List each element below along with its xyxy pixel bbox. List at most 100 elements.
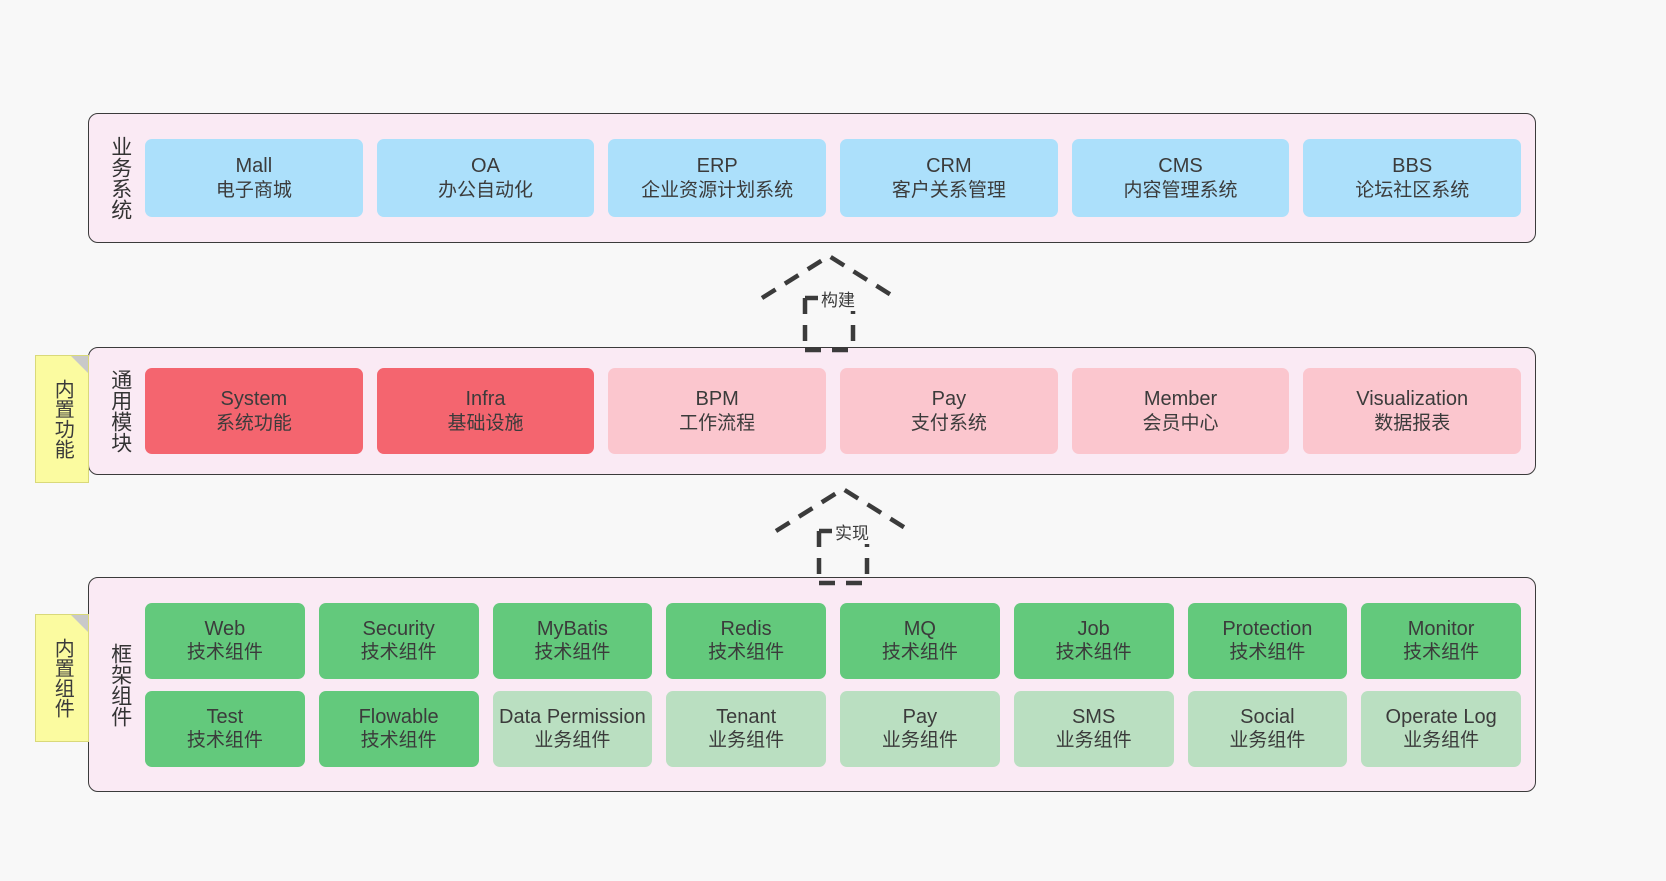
layer-title-business: 业务系统 xyxy=(108,136,132,220)
card-desc: 企业资源计划系统 xyxy=(641,179,794,201)
card-desc: 业务组件 xyxy=(708,730,785,752)
card-name: CMS xyxy=(1158,155,1203,178)
card-flowable[interactable]: Flowable 技术组件 xyxy=(318,690,479,767)
card-name: Mall xyxy=(235,155,273,178)
card-oa[interactable]: OA 办公自动化 xyxy=(376,139,595,217)
card-name: Web xyxy=(204,617,246,640)
note-builtin-function: 内置功能 xyxy=(35,355,89,483)
card-desc: 技术组件 xyxy=(1229,642,1306,664)
card-desc: 客户关系管理 xyxy=(891,179,1006,201)
card-desc: 数据报表 xyxy=(1374,412,1451,434)
note-fold-icon xyxy=(71,615,88,632)
layer-title-framework: 框架组件 xyxy=(108,642,132,727)
card-name: Member xyxy=(1143,388,1218,411)
card-name: ERP xyxy=(696,155,738,178)
card-name: Social xyxy=(1240,705,1295,728)
card-name: Security xyxy=(362,617,435,640)
layer-business-system: 业务系统 Mall 电子商城 OA 办公自动化 ERP 企业资源计划系统 CRM… xyxy=(88,113,1536,243)
card-name: Tenant xyxy=(716,705,777,728)
layer-body-modules: System 系统功能 Infra 基础设施 BPM 工作流程 Pay 支付系统… xyxy=(143,368,1535,454)
card-mybatis[interactable]: MyBatis 技术组件 xyxy=(492,602,653,679)
card-desc: 业务组件 xyxy=(534,730,611,752)
note-label: 内置组件 xyxy=(51,638,74,718)
layer-body-framework: Web 技术组件 Security 技术组件 MyBatis 技术组件 Redi… xyxy=(143,602,1535,767)
connector-build: 构建 xyxy=(758,252,900,353)
card-desc: 技术组件 xyxy=(186,730,263,752)
card-web[interactable]: Web 技术组件 xyxy=(145,602,305,679)
card-name: Flowable xyxy=(358,705,439,728)
layer-title-modules: 通用模块 xyxy=(108,369,132,453)
card-name: Operate Log xyxy=(1385,705,1497,728)
card-name: CRM xyxy=(926,155,972,178)
card-desc: 技术组件 xyxy=(186,642,263,664)
card-desc: 电子商城 xyxy=(215,179,292,201)
card-name: Test xyxy=(206,705,244,728)
connector-label-build: 构建 xyxy=(818,286,858,311)
card-bbs[interactable]: BBS 论坛社区系统 xyxy=(1303,139,1522,217)
card-name: BPM xyxy=(695,388,739,411)
card-desc: 业务组件 xyxy=(1055,730,1132,752)
card-pay-module[interactable]: Pay 支付系统 xyxy=(840,368,1058,454)
card-mall[interactable]: Mall 电子商城 xyxy=(145,139,363,217)
card-row: Web 技术组件 Security 技术组件 MyBatis 技术组件 Redi… xyxy=(145,602,1521,679)
card-desc: 工作流程 xyxy=(679,412,756,434)
card-cms[interactable]: CMS 内容管理系统 xyxy=(1071,139,1290,217)
card-desc: 技术组件 xyxy=(708,642,785,664)
card-desc: 办公自动化 xyxy=(438,179,534,201)
card-system[interactable]: System 系统功能 xyxy=(145,368,363,454)
card-test[interactable]: Test 技术组件 xyxy=(145,690,305,767)
card-social[interactable]: Social 业务组件 xyxy=(1187,690,1348,767)
card-name: Job xyxy=(1077,617,1110,640)
card-redis[interactable]: Redis 技术组件 xyxy=(666,602,826,679)
card-mq[interactable]: MQ 技术组件 xyxy=(840,602,1000,679)
card-security[interactable]: Security 技术组件 xyxy=(318,602,479,679)
card-member[interactable]: Member 会员中心 xyxy=(1071,368,1290,454)
card-name: MyBatis xyxy=(536,617,608,640)
card-data-permission[interactable]: Data Permission 业务组件 xyxy=(492,690,653,767)
card-name: Monitor xyxy=(1407,617,1475,640)
layer-common-module: 通用模块 System 系统功能 Infra 基础设施 BPM 工作流程 Pay… xyxy=(88,347,1536,475)
card-name: BBS xyxy=(1392,155,1433,178)
card-name: Pay xyxy=(902,705,938,728)
card-name: OA xyxy=(471,155,500,178)
card-operate-log[interactable]: Operate Log 业务组件 xyxy=(1361,690,1521,767)
card-desc: 系统功能 xyxy=(215,412,292,434)
card-row: System 系统功能 Infra 基础设施 BPM 工作流程 Pay 支付系统… xyxy=(145,368,1522,454)
card-name: Data Permission xyxy=(499,705,646,728)
card-name: SMS xyxy=(1071,705,1116,728)
card-job[interactable]: Job 技术组件 xyxy=(1013,602,1174,679)
card-tenant[interactable]: Tenant 业务组件 xyxy=(666,690,826,767)
layer-framework-component: 框架组件 Web 技术组件 Security 技术组件 MyBatis 技术组件… xyxy=(88,577,1536,792)
card-name: Protection xyxy=(1222,617,1313,640)
card-name: Visualization xyxy=(1356,388,1469,411)
card-name: Infra xyxy=(465,388,506,411)
connector-label-implement: 实现 xyxy=(832,519,872,544)
card-desc: 会员中心 xyxy=(1142,412,1219,434)
card-name: Pay xyxy=(931,388,967,411)
card-protection[interactable]: Protection 技术组件 xyxy=(1187,602,1348,679)
card-desc: 技术组件 xyxy=(1055,642,1132,664)
card-name: System xyxy=(220,388,288,411)
card-monitor[interactable]: Monitor 技术组件 xyxy=(1361,602,1521,679)
card-row: Mall 电子商城 OA 办公自动化 ERP 企业资源计划系统 CRM 客户关系… xyxy=(145,139,1522,217)
card-sms[interactable]: SMS 业务组件 xyxy=(1013,690,1174,767)
card-erp[interactable]: ERP 企业资源计划系统 xyxy=(608,139,827,217)
card-pay-component[interactable]: Pay 业务组件 xyxy=(840,690,1000,767)
card-bpm[interactable]: BPM 工作流程 xyxy=(608,368,827,454)
card-desc: 技术组件 xyxy=(881,642,958,664)
card-infra[interactable]: Infra 基础设施 xyxy=(376,368,595,454)
card-desc: 技术组件 xyxy=(360,642,437,664)
card-visualization[interactable]: Visualization 数据报表 xyxy=(1303,368,1522,454)
card-desc: 业务组件 xyxy=(1229,730,1306,752)
card-desc: 论坛社区系统 xyxy=(1355,179,1470,201)
card-desc: 技术组件 xyxy=(360,730,437,752)
card-crm[interactable]: CRM 客户关系管理 xyxy=(840,139,1058,217)
card-name: MQ xyxy=(903,617,936,640)
card-desc: 技术组件 xyxy=(1403,642,1480,664)
note-label: 内置功能 xyxy=(51,379,74,459)
card-desc: 内容管理系统 xyxy=(1123,179,1238,201)
card-desc: 技术组件 xyxy=(534,642,611,664)
note-builtin-component: 内置组件 xyxy=(35,614,89,742)
card-desc: 基础设施 xyxy=(447,412,524,434)
